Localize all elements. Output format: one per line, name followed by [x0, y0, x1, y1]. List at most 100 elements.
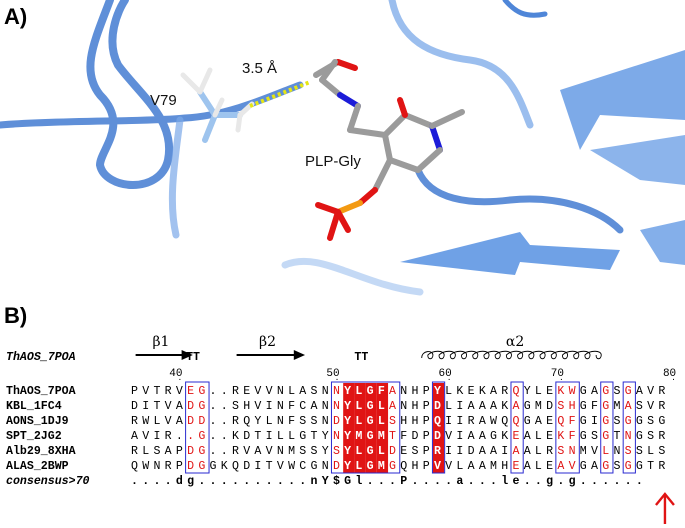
sequence-name: ALAS_2BWP [6, 460, 69, 473]
residue: C [299, 400, 306, 413]
beta2-label: β2 [259, 334, 276, 350]
consensus-residue: g [546, 475, 553, 488]
residue: A [557, 460, 564, 473]
residue: Q [501, 415, 508, 428]
conserved-column-bg [432, 383, 445, 473]
residue: F [400, 430, 407, 443]
residue: L [378, 400, 385, 413]
consensus-residue: . [412, 475, 419, 488]
residue: I [266, 400, 273, 413]
residue: E [512, 430, 519, 443]
residue: S [647, 415, 654, 428]
consensus-residue: Y [322, 475, 329, 488]
residue: L [288, 385, 295, 398]
consensus-residue: . [445, 475, 452, 488]
residue: G [602, 400, 609, 413]
ligand-label: PLP-Gly [305, 153, 361, 170]
residue: T [254, 430, 261, 443]
panel-b-label: B) [4, 303, 28, 328]
residue: E [546, 460, 553, 473]
residue: A [389, 400, 396, 413]
residue: A [524, 445, 531, 458]
residue: H [569, 400, 576, 413]
residue: L [445, 400, 452, 413]
similarity-box [555, 381, 580, 474]
consensus-residue: . [288, 475, 295, 488]
residue: L [277, 430, 284, 443]
residue: L [647, 445, 654, 458]
residue: I [456, 400, 463, 413]
consensus-residue: . [232, 475, 239, 488]
residue: H [501, 460, 508, 473]
consensus-residue: . [367, 475, 374, 488]
residue: V [591, 445, 598, 458]
residue: L [535, 460, 542, 473]
residue: N [625, 430, 632, 443]
residue: Y [344, 445, 351, 458]
turn-label-1: TT [186, 351, 200, 364]
residue: R [658, 460, 665, 473]
ribbon-loop-left [86, 0, 174, 189]
consensus-residue: . [625, 475, 632, 488]
consensus-residue: $ [333, 475, 340, 488]
residue: R [468, 415, 475, 428]
residue: S [299, 415, 306, 428]
residue: T [266, 460, 273, 473]
residue: Y [344, 385, 351, 398]
residue: G [636, 415, 643, 428]
residue: H [243, 400, 250, 413]
residue: G [636, 430, 643, 443]
consensus-residue: g [569, 475, 576, 488]
residue: T [153, 400, 160, 413]
residue: I [266, 430, 273, 443]
turn-label-2: TT [354, 351, 368, 364]
residue: F [288, 415, 295, 428]
ruler-dot: . [560, 372, 563, 383]
consensus-residue: . [580, 475, 587, 488]
residue: A [131, 430, 138, 443]
residue: R [131, 415, 138, 428]
residue: S [658, 445, 665, 458]
residue: K [221, 460, 228, 473]
consensus-residue: l [501, 475, 508, 488]
consensus-residue: . [221, 475, 228, 488]
consensus-residue: . [535, 475, 542, 488]
residue: Q [400, 460, 407, 473]
residue: . [221, 400, 228, 413]
residue: D [434, 400, 441, 413]
residue: A [479, 430, 486, 443]
residue: P [423, 385, 430, 398]
residue: R [501, 385, 508, 398]
residue: M [288, 445, 295, 458]
residue: A [311, 400, 318, 413]
sequence-name: Alb29_8XHA [6, 445, 76, 458]
residue: A [165, 445, 172, 458]
residue: D [546, 400, 553, 413]
residue: G [367, 415, 374, 428]
residue: G [367, 400, 374, 413]
residue: A [490, 385, 497, 398]
consensus-residue: . [131, 475, 138, 488]
residue-label: V79 [150, 92, 177, 109]
residue: K [479, 385, 486, 398]
residue: K [501, 400, 508, 413]
residue: E [546, 415, 553, 428]
residue: T [389, 430, 396, 443]
residue: Q [232, 460, 239, 473]
residue: H [412, 415, 419, 428]
ruler-number: 70 [551, 368, 564, 380]
residue: F [569, 415, 576, 428]
consensus-residue: . [165, 475, 172, 488]
ribbon-strand-main [0, 81, 304, 129]
residue: M [378, 460, 385, 473]
consensus-residue: . [636, 475, 643, 488]
consensus-residue: a [456, 475, 463, 488]
protein-ribbons [0, 0, 624, 296]
consensus-residue: . [602, 475, 609, 488]
residue: I [591, 415, 598, 428]
residue: D [187, 400, 194, 413]
residue: L [378, 415, 385, 428]
residue: L [355, 445, 362, 458]
residue: V [165, 400, 172, 413]
residue: G [625, 385, 632, 398]
